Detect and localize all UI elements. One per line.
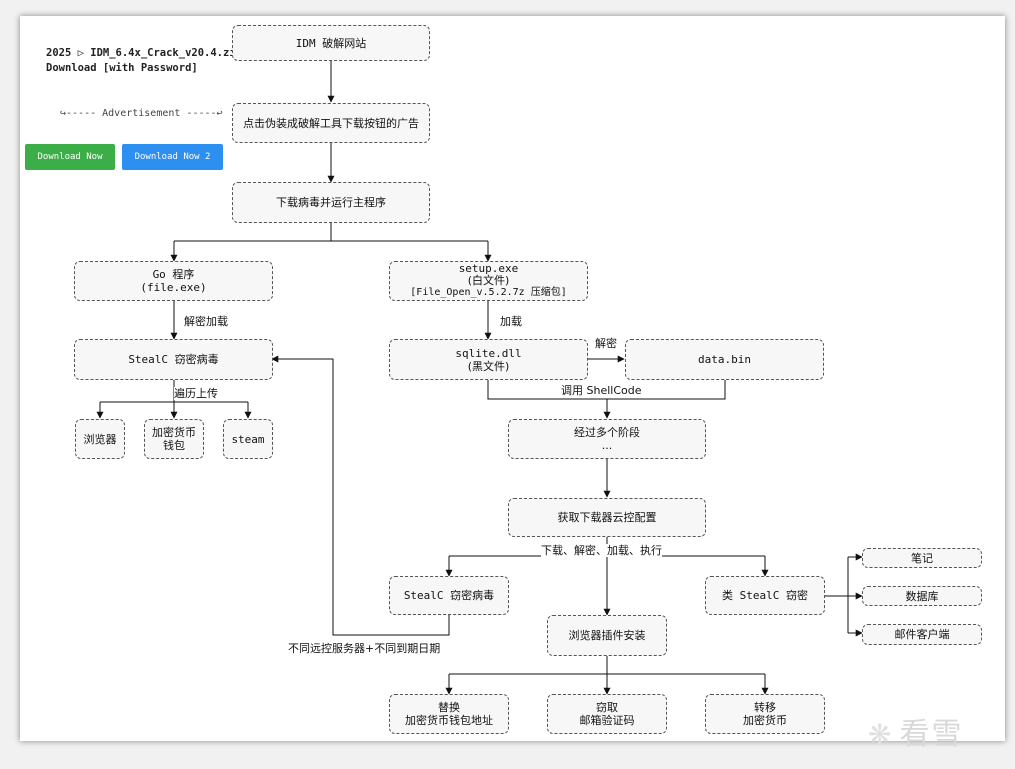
node-multi-stage: 经过多个阶段 ... [508,419,706,459]
node-replace-wallet: 替换 加密货币钱包地址 [389,694,509,734]
node-steal-code: 窃取 邮箱验证码 [547,694,667,734]
node-idm-site: IDM 破解网站 [232,25,430,61]
node-crypto-wallet: 加密货币 钱包 [144,419,204,459]
ad-title: 2025 ▷ IDM_6.4x_Crack_v20.4.zip [46,47,242,59]
node-notes: 笔记 [862,548,982,568]
download-now-button[interactable]: Download Now [25,144,115,170]
node-click-ad: 点击伪装成破解工具下载按钮的广告 [232,103,430,143]
node-go-program: Go 程序 (file.exe) [74,261,273,301]
node-mail-client: 邮件客户端 [862,624,982,645]
node-data-bin: data.bin [625,339,824,380]
node-stealc-virus-2: StealC 窃密病毒 [389,576,509,615]
node-cloud-config: 获取下载器云控配置 [508,498,706,537]
node-database: 数据库 [862,586,982,606]
edge-download-split [173,223,489,261]
node-steam: steam [223,419,273,459]
node-browser: 浏览器 [75,419,125,459]
edge-like-split [825,557,849,633]
edge-stealc2-loop [271,355,450,636]
download-now-2-button[interactable]: Download Now 2 [122,144,223,170]
edge-label-decrypt: 解密 [595,337,617,350]
diagram-canvas: 2025 ▷ IDM_6.4x_Crack_v20.4.zip Download… [20,16,1005,752]
node-browser-plugin: 浏览器插件安装 [547,615,667,656]
node-download-run: 下载病毒并运行主程序 [232,182,430,223]
ad-subtitle: Download [with Password] [46,62,198,74]
ad-header: 2025 ▷ IDM_6.4x_Crack_v20.4.zip Download… [46,46,242,76]
kanxue-watermark: ❋看雪 [868,717,964,752]
edge-label-load: 加载 [500,315,522,328]
advertisement-label: ↪----- Advertisement -----↩ [60,108,223,119]
node-stealc-like: 类 StealC 窃密 [705,576,825,615]
edge-label-traverse-upload: 遍历上传 [174,387,218,400]
node-transfer-crypto: 转移 加密货币 [705,694,825,734]
node-stealc-virus-1: StealC 窃密病毒 [74,339,273,380]
edge-label-diff-servers: 不同远控服务器+不同到期日期 [288,642,441,655]
snowflake-icon: ❋ [868,718,894,751]
edge-label-decrypt-load: 解密加载 [184,315,228,328]
node-setup-exe: setup.exe (白文件) [File_Open_v.5.2.7z 压缩包] [389,261,588,301]
edge-label-call-shellcode: 调用 ShellCode [561,384,642,397]
node-sqlite-dll: sqlite.dll (黑文件) [389,339,588,380]
edge-label-download-exec: 下载、解密、加载、执行 [541,544,662,557]
